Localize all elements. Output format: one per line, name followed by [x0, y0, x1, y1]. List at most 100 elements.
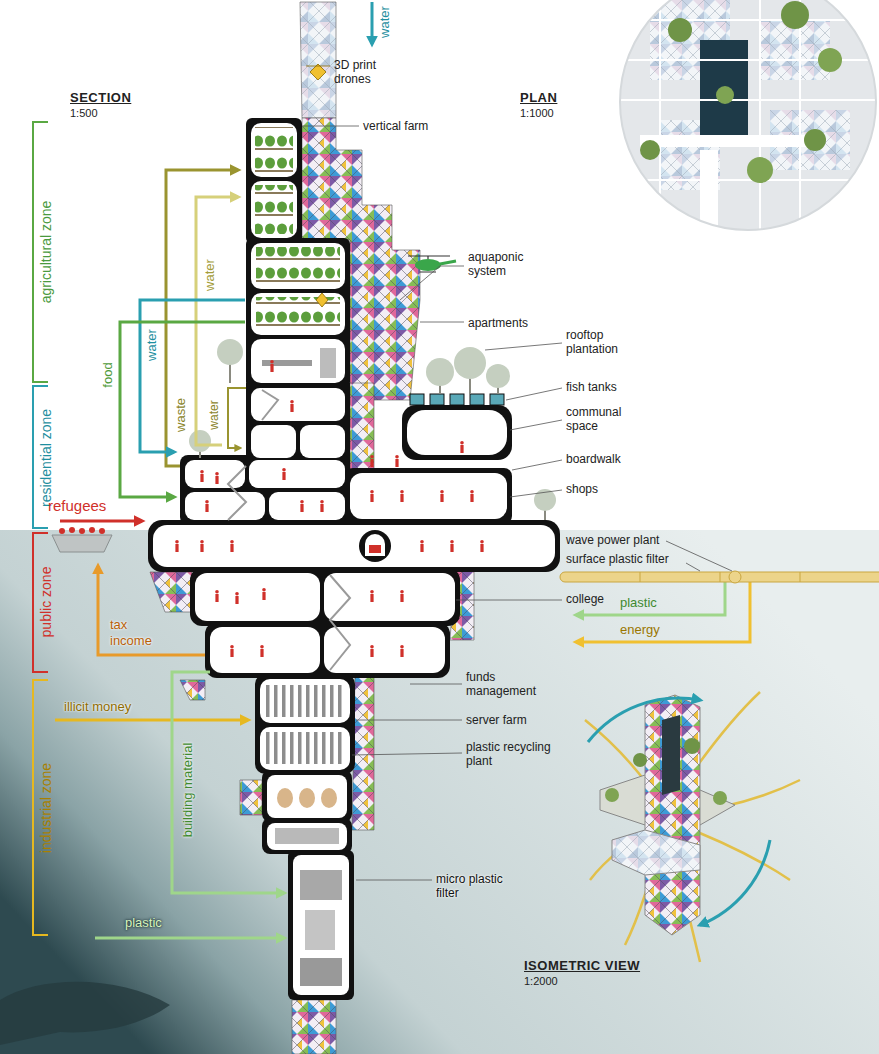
facade-pattern — [180, 680, 205, 700]
people-figure — [370, 645, 374, 657]
plan-view — [804, 129, 826, 151]
people-figure — [282, 468, 286, 480]
leader-line — [302, 126, 732, 880]
leader-line — [686, 563, 700, 571]
building-pod — [324, 573, 455, 621]
label-anchor: water — [144, 329, 160, 361]
scale-label: 1:500 — [70, 107, 98, 120]
fish-tank — [450, 394, 464, 405]
farm-plants — [256, 297, 340, 331]
refugee-boat — [79, 528, 85, 534]
callout-label: surface plastic filter — [566, 552, 669, 566]
isometric-view — [684, 738, 700, 754]
label-anchor: agricultural zone — [38, 201, 55, 304]
people-figure — [262, 588, 266, 600]
building-pod — [249, 460, 345, 488]
zone-label: agricultural zone — [38, 201, 55, 304]
flow-label: energy — [620, 622, 660, 638]
train-tunnel — [369, 545, 381, 553]
building-pod — [300, 425, 345, 458]
plan-view — [640, 140, 660, 160]
wave-power-tube — [560, 571, 879, 583]
facade-pattern — [350, 383, 374, 470]
building-structure — [262, 818, 352, 854]
people-figure — [395, 455, 399, 467]
building-structure — [262, 770, 352, 822]
label-anchor: water — [377, 6, 393, 38]
callout-label: communal space — [566, 405, 641, 434]
building-pod — [267, 823, 347, 850]
drone-figure — [306, 64, 330, 307]
facade-pattern — [240, 780, 262, 815]
view-title: PLAN — [520, 90, 557, 106]
building-pod — [195, 573, 320, 621]
people-figure — [320, 500, 324, 512]
isometric-view — [633, 753, 647, 767]
people-figure — [400, 590, 404, 602]
sea-ground — [0, 530, 879, 1054]
leader-line — [506, 388, 562, 400]
building-pod — [251, 293, 345, 335]
people-figure — [175, 540, 179, 552]
label-anchor: 1:2000 — [524, 975, 558, 988]
zone-label: residential zone — [38, 409, 55, 507]
label-anchor: fish tanks — [566, 380, 617, 394]
leader-line — [352, 753, 462, 755]
label-anchor: ISOMETRIC VIEW — [524, 958, 640, 974]
refugee-boat — [52, 535, 112, 552]
leader-line — [666, 541, 732, 571]
callout-label: plastic recycling plant — [466, 740, 576, 769]
building-pod — [251, 388, 345, 421]
label-anchor: server farm — [466, 713, 527, 727]
refugee-boat — [99, 528, 105, 534]
label-anchor: aquaponic system — [468, 250, 543, 279]
building-pod — [153, 123, 555, 995]
building-pod — [251, 425, 296, 458]
label-anchor: micro plastic filter — [436, 872, 526, 901]
isometric-view — [645, 695, 700, 935]
people-figure — [300, 500, 304, 512]
isometric-view — [700, 840, 770, 925]
label-anchor: wave power plant — [566, 533, 659, 547]
people-figure — [370, 455, 374, 467]
farm-plants — [262, 360, 312, 366]
flow-arrow — [55, 719, 248, 722]
helicopter-figure — [408, 256, 456, 272]
label-anchor: SECTION — [70, 90, 131, 106]
plant-machinery — [305, 910, 335, 950]
flow-label: plastic — [125, 915, 162, 931]
whale-figure — [0, 982, 170, 1045]
label-anchor: residential zone — [38, 409, 55, 507]
isometric-view — [713, 791, 727, 805]
plant-machinery — [300, 870, 342, 900]
people-figure — [215, 590, 219, 602]
building-pod — [350, 473, 507, 519]
train-tunnel — [365, 534, 385, 556]
plan-view — [620, 0, 879, 240]
building-pod — [185, 492, 265, 520]
farm-plants — [255, 127, 293, 173]
plant-machinery — [275, 828, 339, 844]
facade-pattern — [352, 676, 374, 830]
tree — [189, 339, 556, 520]
people-figure — [215, 472, 219, 484]
label-anchor: building material — [180, 743, 196, 838]
people-figure — [440, 490, 444, 502]
farm-plants — [255, 127, 340, 378]
callout-label: aquaponic system — [468, 250, 543, 279]
train-tunnel — [359, 530, 391, 562]
building-structure — [148, 520, 560, 572]
label-anchor: surface plastic filter — [566, 552, 669, 566]
building-pod — [251, 181, 297, 238]
callout-label: server farm — [466, 713, 527, 727]
isometric-view — [605, 788, 619, 802]
building-structure — [190, 568, 460, 626]
building-pod — [153, 525, 555, 567]
farm-plants — [320, 348, 336, 378]
building-structure — [148, 118, 560, 1000]
farm-plants — [256, 247, 340, 285]
flow-label: water — [144, 329, 160, 361]
building-structure — [255, 674, 355, 774]
label-anchor: vertical farm — [363, 119, 428, 133]
building-pod — [267, 775, 347, 818]
